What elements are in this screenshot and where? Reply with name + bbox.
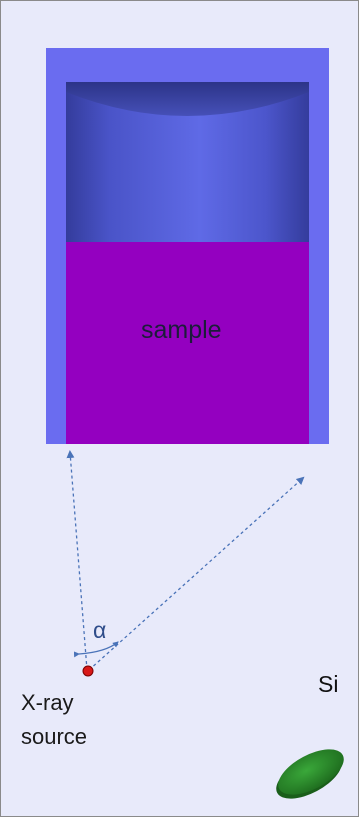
sample-region	[66, 242, 309, 444]
angle-label: α	[93, 617, 107, 643]
source-label-line2: source	[21, 724, 88, 749]
si-detector-icon	[278, 749, 344, 795]
source-label: X-ray source	[21, 686, 87, 754]
beam-ray-right	[88, 476, 305, 671]
angle-arc	[73, 641, 119, 658]
sample-label: sample	[141, 316, 222, 344]
source-dot-icon	[82, 665, 94, 677]
detector-label: Si	[318, 671, 339, 697]
container-top-surface	[66, 82, 309, 116]
source-label-line1: X-ray	[21, 690, 74, 715]
beam-ray-left	[66, 450, 88, 671]
